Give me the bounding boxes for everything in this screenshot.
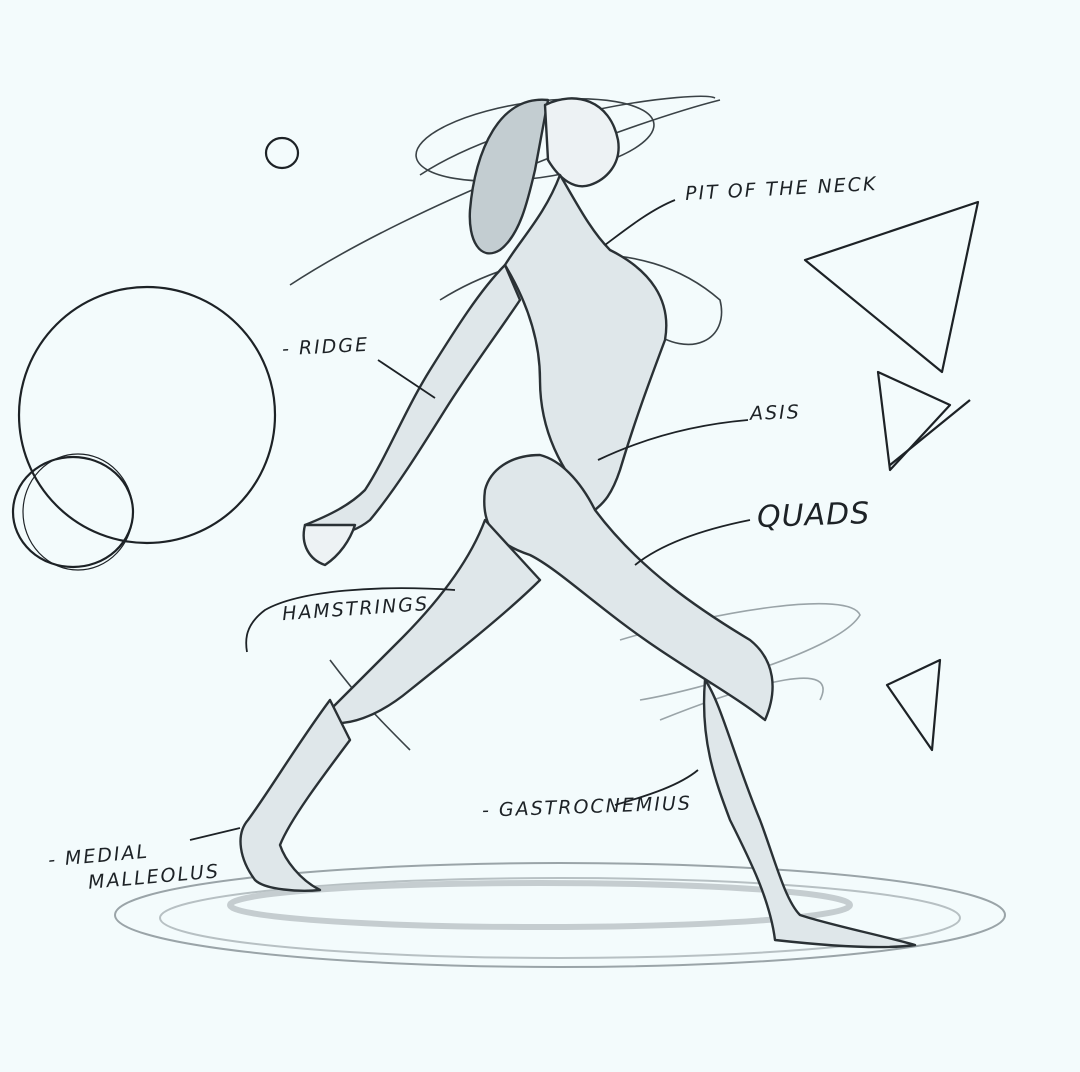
large-circle [17,285,277,545]
figure [239,97,917,949]
construction-triangles [803,200,980,752]
label-ridge: - RIDGE [281,333,370,361]
label-quads: QUADS [756,496,871,535]
construction-circles [11,136,300,571]
small-triangle [885,658,942,752]
label-asis: ASIS [749,401,802,425]
small-circle [264,136,300,170]
large-triangle [803,200,980,374]
medium-circle [11,455,135,569]
leader-lines [189,199,751,841]
ground-ellipses [114,862,1006,968]
medium-triangle [876,370,952,472]
